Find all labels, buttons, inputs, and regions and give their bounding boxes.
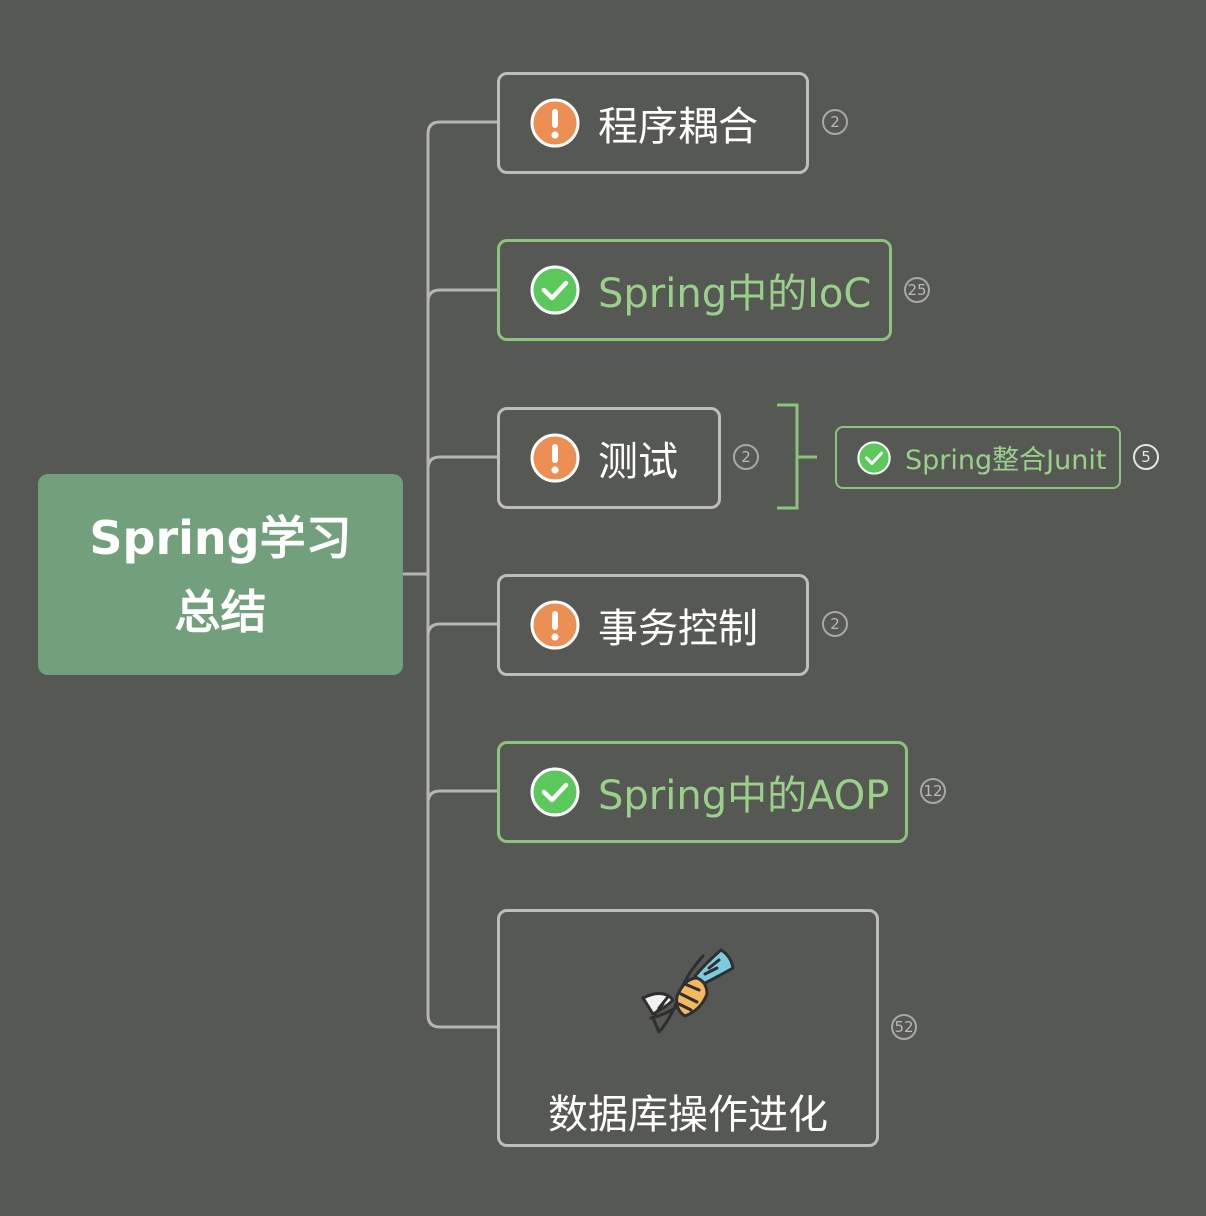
topic-database-evolution[interactable]: 数据库操作进化 <box>497 909 879 1147</box>
topic-testing[interactable]: 测试 <box>497 407 721 509</box>
checkmark-icon <box>857 440 891 475</box>
subtopic-spring-junit[interactable]: Spring整合Junit <box>835 426 1121 489</box>
subtopic-label: Spring整合Junit <box>905 445 1107 476</box>
central-topic-line2: 总结 <box>174 584 267 639</box>
collapsed-count-badge[interactable]: 2 <box>733 444 759 470</box>
central-topic-line1: Spring学习 <box>89 510 352 565</box>
collapsed-count-badge[interactable]: 52 <box>891 1014 917 1040</box>
topic-transaction-control[interactable]: 事务控制 <box>497 574 809 676</box>
topic-spring-ioc[interactable]: Spring中的IoC <box>497 239 892 341</box>
checkmark-icon <box>530 767 580 817</box>
topic-label: 数据库操作进化 <box>548 1092 828 1138</box>
checkmark-icon <box>530 265 580 315</box>
topic-label: Spring中的IoC <box>598 271 872 317</box>
collapsed-count-badge[interactable]: 2 <box>822 109 848 135</box>
collapsed-count-badge[interactable]: 25 <box>904 277 930 303</box>
central-topic[interactable]: Spring学习 总结 <box>38 474 403 675</box>
topic-label: 程序耦合 <box>598 104 758 150</box>
dna-icon <box>633 938 743 1052</box>
exclamation-icon <box>530 600 580 650</box>
exclamation-icon <box>530 98 580 148</box>
exclamation-icon <box>530 433 580 483</box>
topic-spring-aop[interactable]: Spring中的AOP <box>497 741 908 843</box>
topic-label: 事务控制 <box>598 606 758 652</box>
collapsed-count-badge[interactable]: 2 <box>822 611 848 637</box>
topic-program-coupling[interactable]: 程序耦合 <box>497 72 809 174</box>
collapsed-count-badge[interactable]: 12 <box>920 778 946 804</box>
collapsed-count-badge[interactable]: 5 <box>1133 444 1159 470</box>
topic-label: Spring中的AOP <box>598 773 890 819</box>
topic-label: 测试 <box>598 439 678 485</box>
